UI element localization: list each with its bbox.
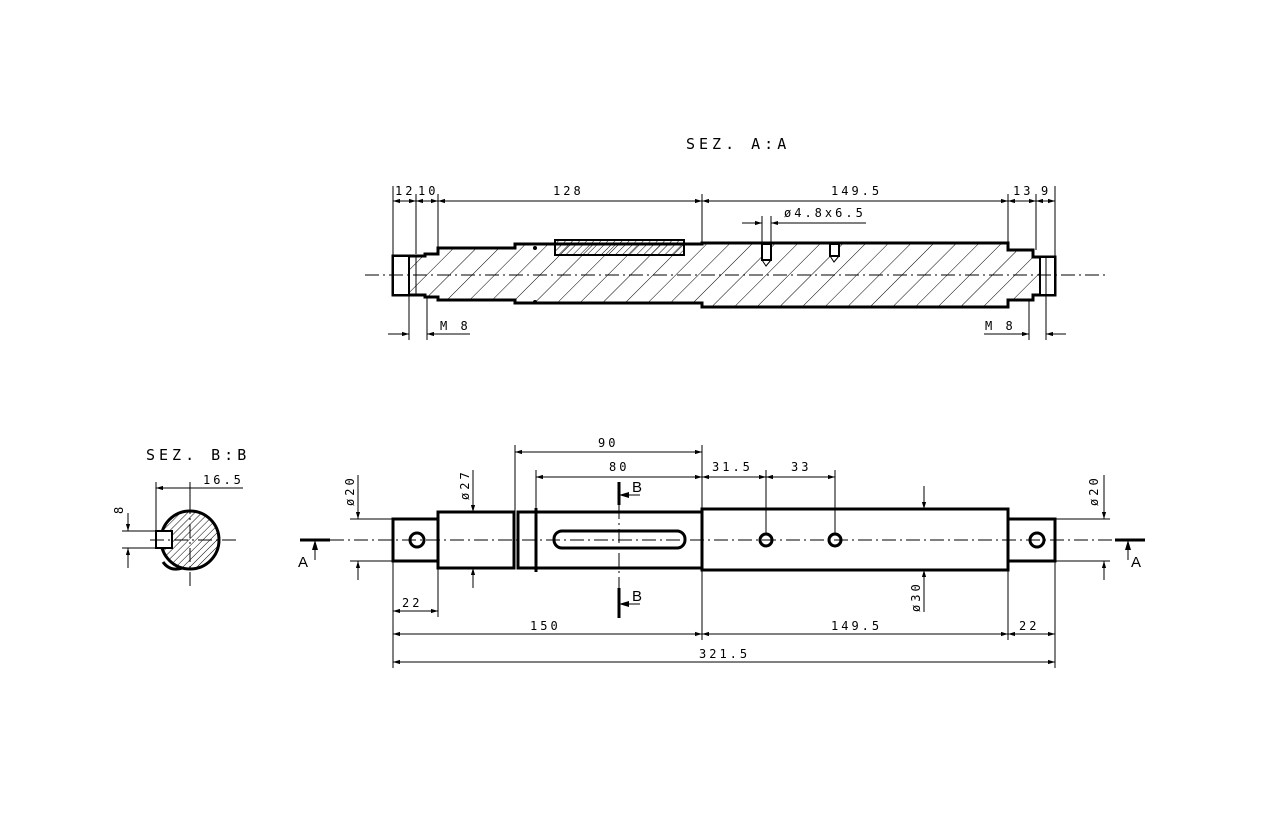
dim-128: 128 (553, 184, 584, 198)
cut-label-a-right: A (1131, 554, 1141, 571)
thread-left: M 8 (440, 319, 471, 333)
keyway-section (554, 239, 685, 256)
dim-150: 150 (530, 619, 561, 633)
cut-label-a-left: A (298, 554, 308, 571)
dim-dia30: ø30 (909, 581, 923, 612)
dim-dia20-right: ø20 (1087, 475, 1101, 506)
section-aa-view: SEZ. A:A (365, 135, 1108, 340)
cut-label-b-top: B (632, 479, 642, 496)
shaft-elevation-view: A A B B 90 80 31.5 33 ø20 (298, 436, 1145, 668)
section-bb-title: SEZ. B:B (146, 446, 250, 464)
dim-22-right: 22 (1019, 619, 1039, 633)
dim-33: 33 (791, 460, 811, 474)
bb-key-dim: 8 (112, 504, 126, 514)
radial-hole-2 (829, 243, 840, 257)
dim-80: 80 (609, 460, 629, 474)
section-aa-title: SEZ. A:A (686, 135, 790, 153)
bb-width-dim: 16.5 (203, 473, 244, 487)
dim-321-5: 321.5 (699, 647, 750, 661)
dim-31-5: 31.5 (712, 460, 753, 474)
dim-dia27: ø27 (458, 469, 472, 500)
dim-dia20-left: ø20 (343, 475, 357, 506)
dim-9: 9 (1041, 184, 1051, 198)
dim-10: 10 (418, 184, 438, 198)
section-bb-view: SEZ. B:B 16.5 8 (112, 446, 250, 590)
dim-12: 12 (395, 184, 415, 198)
dim-13: 13 (1013, 184, 1033, 198)
right-thread-bore (1039, 256, 1056, 296)
dim-90: 90 (598, 436, 618, 450)
radial-hole-1 (761, 243, 772, 261)
dim-22-left: 22 (402, 596, 422, 610)
dim-149-5-top: 149.5 (831, 184, 882, 198)
cut-label-b-bottom: B (632, 588, 642, 605)
thread-right: M 8 (985, 319, 1016, 333)
hole-dim: ø4.8x6.5 (784, 206, 866, 220)
dim-149-5-bottom: 149.5 (831, 619, 882, 633)
